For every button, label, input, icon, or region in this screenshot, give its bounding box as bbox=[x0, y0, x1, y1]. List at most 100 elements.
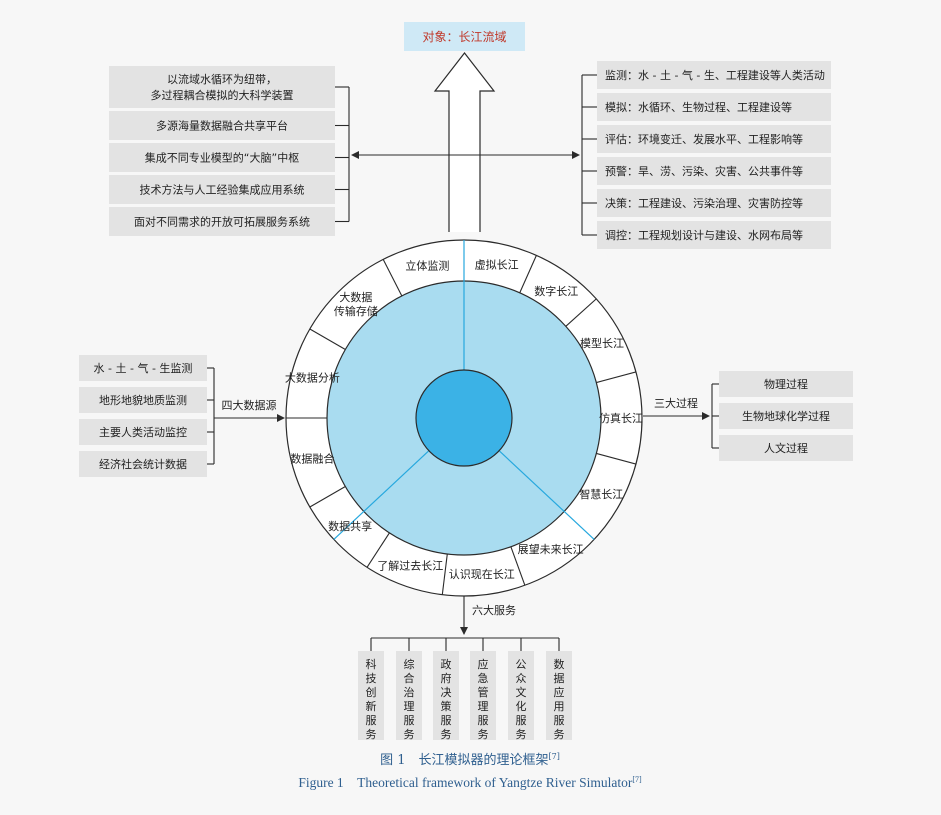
service-text: 综合治理服务 bbox=[404, 657, 415, 741]
data-sources-label: 四大数据源 bbox=[222, 398, 277, 412]
box-bg bbox=[597, 157, 831, 185]
box-key: 决策 bbox=[605, 196, 627, 210]
ring-segment-label: 展望未来长江 bbox=[518, 543, 584, 556]
caption-en: Figure 1 Theoretical framework of Yangtz… bbox=[298, 775, 642, 790]
left-top-box: 集成不同专业模型的“大脑”中枢 bbox=[109, 143, 335, 172]
up-arrow-icon bbox=[433, 52, 496, 232]
right-top-box: 决策：工程建设、污染治理、灾害防控等 bbox=[597, 189, 831, 217]
box-bg bbox=[433, 651, 459, 740]
box-bg bbox=[719, 371, 853, 397]
box-bg bbox=[597, 189, 831, 217]
box-bg bbox=[396, 651, 422, 740]
ring-segment-label: 大数据 bbox=[339, 290, 372, 304]
box-bg bbox=[597, 221, 831, 249]
ring-segment-label: 传输存储 bbox=[334, 304, 378, 318]
ring-segment-label: 立体监测 bbox=[405, 258, 449, 272]
box-text: 调控：工程规划设计与建设、水网布局等 bbox=[605, 228, 803, 242]
service-box: 科技创新服务 bbox=[358, 638, 384, 741]
ring-spoke bbox=[519, 255, 537, 294]
ring-segment-label: 虚拟长江 bbox=[475, 257, 519, 271]
services-label: 六大服务 bbox=[472, 603, 516, 617]
box-text: 模拟：水循环、生物过程、工程建设等 bbox=[605, 100, 792, 114]
target-box: 对象：长江流域 bbox=[404, 22, 525, 51]
svg-text:对象：长江流域: 对象：长江流域 bbox=[422, 30, 506, 44]
data-source-text: 主要人类活动监控 bbox=[99, 425, 187, 439]
box-bg bbox=[109, 66, 335, 108]
inner-divider bbox=[333, 450, 430, 540]
data-source-box: 经济社会统计数据 bbox=[79, 451, 207, 477]
box-bg bbox=[597, 125, 831, 153]
box-text: 预警：旱、涝、污染、灾害、公共事件等 bbox=[605, 164, 803, 178]
service-text: 政府决策服务 bbox=[441, 657, 452, 741]
box-text: 多过程耦合模拟的大科学装置 bbox=[151, 88, 294, 102]
box-text: 监测：水 - 土 - 气 - 生、工程建设等人类活动 bbox=[605, 68, 825, 82]
circle-diagram: 立体监测虚拟长江数字长江模型长江仿真长江智慧长江展望未来长江认识现在长江了解过去… bbox=[285, 239, 643, 597]
ring-segment-label: 大数据分析 bbox=[285, 370, 340, 384]
ring-spoke bbox=[441, 553, 448, 595]
ring-spoke bbox=[510, 546, 526, 586]
box-key: 评估 bbox=[605, 133, 627, 146]
box-text: 以流域水循环为纽带， bbox=[167, 72, 277, 86]
box-text: 决策：工程建设、污染治理、灾害防控等 bbox=[605, 196, 803, 210]
box-bg bbox=[79, 451, 207, 477]
ring-spoke bbox=[596, 371, 637, 384]
ring-segment-label: 数字长江 bbox=[534, 284, 578, 298]
box-bg bbox=[79, 355, 207, 381]
box-key: 调控 bbox=[605, 228, 627, 242]
data-source-box: 主要人类活动监控 bbox=[79, 419, 207, 445]
target-label: 对象 bbox=[422, 30, 446, 44]
right-top-box: 预警：旱、涝、污染、灾害、公共事件等 bbox=[597, 157, 831, 185]
ring-segment-label: 了解过去长江 bbox=[377, 559, 443, 573]
inner-divider bbox=[498, 450, 595, 540]
box-bg bbox=[719, 435, 853, 461]
box-bg bbox=[358, 651, 384, 740]
box-value: 水循环、生物过程、工程建设等 bbox=[638, 100, 792, 114]
service-box: 政府决策服务 bbox=[433, 638, 459, 741]
box-bg bbox=[79, 419, 207, 445]
ring-segment-label: 认识现在长江 bbox=[449, 568, 515, 581]
process-text: 人文过程 bbox=[764, 441, 808, 455]
box-bg bbox=[719, 403, 853, 429]
data-source-text: 经济社会统计数据 bbox=[99, 457, 187, 471]
ring-spoke bbox=[565, 298, 597, 327]
ring-spoke bbox=[309, 486, 346, 508]
box-text: 技术方法与人工经验集成应用系统 bbox=[140, 183, 305, 197]
process-text: 物理过程 bbox=[764, 377, 808, 391]
ring-spoke bbox=[596, 452, 637, 465]
box-text: 面对不同需求的开放可拓展服务系统 bbox=[134, 215, 310, 229]
box-key: 预警 bbox=[605, 164, 627, 178]
caption-cn: 图 1 长江模拟器的理论框架[7] bbox=[380, 752, 560, 768]
ring-segment-label: 数据融合 bbox=[290, 452, 334, 466]
right-top-box: 监测：水 - 土 - 气 - 生、工程建设等人类活动 bbox=[597, 61, 831, 89]
right-top-box-group: 监测：水 - 土 - 气 - 生、工程建设等人类活动模拟：水循环、生物过程、工程… bbox=[597, 61, 831, 249]
box-value: 工程建设、污染治理、灾害防控等 bbox=[638, 196, 803, 210]
box-text: 集成不同专业模型的“大脑”中枢 bbox=[145, 151, 299, 165]
box-value: 水 - 土 - 气 - 生、工程建设等人类活动 bbox=[638, 68, 825, 82]
box-value: 环境变迁、发展水平、工程影响等 bbox=[638, 132, 803, 146]
box-value: 工程规划设计与建设、水网布局等 bbox=[638, 228, 803, 242]
process-box: 人文过程 bbox=[719, 435, 853, 461]
top-connectors bbox=[335, 74, 597, 236]
data-source-text: 地形地貌地质监测 bbox=[99, 393, 187, 407]
ring-segment-label: 模型长江 bbox=[580, 336, 624, 350]
service-box: 应急管理服务 bbox=[470, 638, 496, 741]
left-top-box: 技术方法与人工经验集成应用系统 bbox=[109, 175, 335, 204]
service-box: 数据应用服务 bbox=[546, 638, 572, 741]
box-bg bbox=[79, 387, 207, 413]
process-box: 物理过程 bbox=[719, 371, 853, 397]
process-box: 生物地球化学过程 bbox=[719, 403, 853, 429]
box-bg bbox=[109, 111, 335, 140]
ring-spoke bbox=[382, 259, 403, 297]
data-source-box: 地形地貌地质监测 bbox=[79, 387, 207, 413]
left-top-box: 多源海量数据融合共享平台 bbox=[109, 111, 335, 140]
box-text: 评估：环境变迁、发展水平、工程影响等 bbox=[605, 132, 803, 146]
ring-spoke bbox=[366, 532, 390, 568]
ring-segment-label: 智慧长江 bbox=[579, 487, 623, 501]
ring-spoke bbox=[309, 328, 346, 350]
data-source-box: 水 - 土 - 气 - 生监测 bbox=[79, 355, 207, 381]
processes-label: 三大过程 bbox=[654, 396, 698, 410]
right-top-box: 模拟：水循环、生物过程、工程建设等 bbox=[597, 93, 831, 121]
box-bg bbox=[508, 651, 534, 740]
